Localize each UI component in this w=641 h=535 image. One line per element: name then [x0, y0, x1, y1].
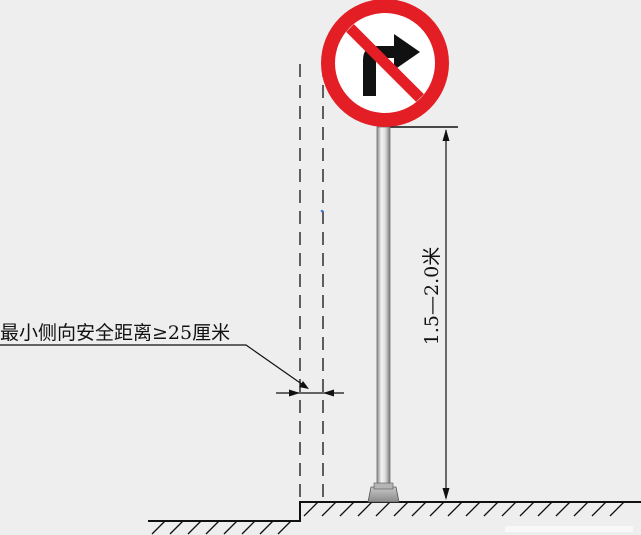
hatch-mark — [501, 501, 517, 517]
clearance-arrowhead-left — [289, 389, 300, 397]
hatch-mark — [573, 501, 589, 517]
height-arrowhead-bottom — [442, 488, 450, 500]
hatch-mark — [411, 501, 427, 517]
clearance-label: 最小侧向安全距离≥25厘米 — [0, 322, 230, 344]
hatch-mark — [169, 520, 184, 535]
clearance-dimension: 最小侧向安全距离≥25厘米 — [0, 322, 344, 397]
hatch-mark — [357, 501, 373, 517]
hatch-mark — [447, 501, 463, 517]
pole-base-plate — [367, 486, 400, 503]
no-right-turn-sign — [321, 0, 449, 127]
height-arrowhead-top — [442, 129, 450, 141]
leader-arrowhead — [299, 381, 309, 389]
hatch-mark — [205, 520, 220, 535]
hatch-mark — [187, 520, 202, 535]
hatch-mark — [465, 501, 481, 517]
height-dimension: 1.5—2.0米 — [383, 126, 458, 500]
marker-dot — [320, 209, 324, 213]
height-label: 1.5—2.0米 — [421, 247, 443, 345]
hatch-mark — [151, 520, 166, 535]
hatch-mark — [537, 501, 553, 517]
hatch-mark — [555, 501, 571, 517]
hatch-mark — [609, 501, 625, 517]
ground-hatching-upper — [303, 501, 625, 517]
ground-hatching-lower — [151, 520, 292, 535]
watermark-strip — [505, 526, 633, 532]
hatch-mark — [259, 520, 274, 535]
clearance-arrowhead-right — [323, 389, 334, 397]
hatch-mark — [241, 520, 256, 535]
pole — [376, 126, 391, 490]
hatch-mark — [375, 501, 391, 517]
pole-collar — [373, 482, 394, 490]
hatch-mark — [429, 501, 445, 517]
hatch-mark — [277, 520, 292, 535]
prohibition-slash — [346, 24, 424, 102]
hatch-mark — [393, 501, 409, 517]
sign-post — [367, 126, 400, 503]
clearance-leader-line — [0, 344, 307, 388]
hatch-mark — [519, 501, 535, 517]
hatch-mark — [339, 501, 355, 517]
hatch-mark — [321, 501, 337, 517]
hatch-mark — [223, 520, 238, 535]
hatch-mark — [303, 501, 319, 517]
hatch-mark — [591, 501, 607, 517]
hatch-mark — [483, 501, 499, 517]
